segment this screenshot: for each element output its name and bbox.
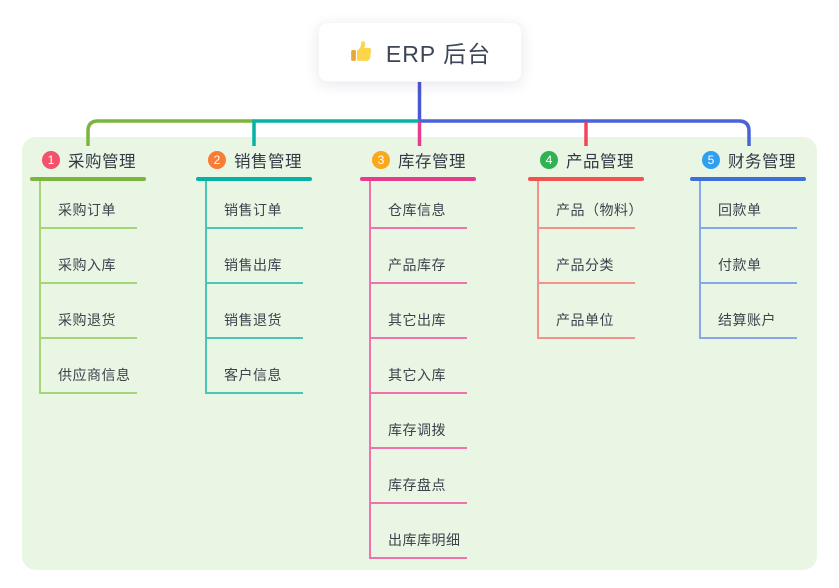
child-node[interactable]: 产品库存 (371, 229, 467, 284)
branch-children: 仓库信息产品库存其它出库其它入库库存调拨库存盘点出库库明细 (369, 181, 467, 559)
child-label: 销售订单 (224, 202, 282, 218)
child-node[interactable]: 产品（物料） (539, 181, 643, 229)
child-node[interactable]: 采购订单 (41, 181, 137, 229)
branch-label: 库存管理 (398, 153, 466, 171)
branch-label: 产品管理 (566, 153, 634, 171)
child-node[interactable]: 其它入库 (371, 339, 467, 394)
child-label: 产品单位 (556, 312, 614, 328)
branch-badge: 2 (208, 151, 226, 169)
branch-badge: 3 (372, 151, 390, 169)
child-label: 回款单 (718, 202, 762, 218)
child-node[interactable]: 采购退货 (41, 284, 137, 339)
root-node-erp[interactable]: ERP 后台 (318, 22, 522, 82)
child-node[interactable]: 付款单 (701, 229, 797, 284)
child-node[interactable]: 销售出库 (207, 229, 303, 284)
child-node[interactable]: 回款单 (701, 181, 797, 229)
branch-label: 财务管理 (728, 153, 796, 171)
branch-children: 采购订单采购入库采购退货供应商信息 (39, 181, 137, 394)
branch-header-sales[interactable]: 2 销售管理 (196, 146, 356, 174)
branch-header-finance[interactable]: 5 财务管理 (690, 146, 839, 174)
child-label: 采购退货 (58, 312, 116, 328)
child-label: 库存调拨 (388, 422, 446, 438)
background-panel (22, 137, 817, 570)
child-node[interactable]: 库存调拨 (371, 394, 467, 449)
child-node[interactable]: 出库库明细 (371, 504, 467, 559)
child-label: 仓库信息 (388, 202, 446, 218)
child-label: 采购订单 (58, 202, 116, 218)
branch-underline (690, 177, 806, 181)
child-node[interactable]: 结算账户 (701, 284, 797, 339)
child-label: 产品（物料） (556, 202, 643, 218)
branch-inventory: 3 库存管理 仓库信息产品库存其它出库其它入库库存调拨库存盘点出库库明细 (360, 146, 520, 559)
child-label: 采购入库 (58, 257, 116, 273)
branch-product: 4 产品管理 产品（物料） 产品分类产品单位 (528, 146, 688, 339)
branch-label: 采购管理 (68, 153, 136, 171)
branch-header-inventory[interactable]: 3 库存管理 (360, 146, 520, 174)
child-node[interactable]: 采购入库 (41, 229, 137, 284)
child-node[interactable]: 其它出库 (371, 284, 467, 339)
branch-sales: 2 销售管理 销售订单销售出库销售退货客户信息 (196, 146, 356, 394)
branch-children: 销售订单销售出库销售退货客户信息 (205, 181, 303, 394)
child-node[interactable]: 供应商信息 (41, 339, 137, 394)
branch-underline (360, 177, 476, 181)
child-label: 出库库明细 (388, 532, 461, 548)
child-label: 销售出库 (224, 257, 282, 273)
child-label: 付款单 (718, 257, 762, 273)
branch-children: 回款单付款单结算账户 (699, 181, 797, 339)
branch-label: 销售管理 (234, 153, 302, 171)
branch-header-product[interactable]: 4 产品管理 (528, 146, 688, 174)
branch-header-purchase[interactable]: 1 采购管理 (30, 146, 190, 174)
branch-badge: 1 (42, 151, 60, 169)
branch-finance: 5 财务管理 回款单付款单结算账户 (690, 146, 839, 339)
branch-underline (30, 177, 146, 181)
child-label: 产品库存 (388, 257, 446, 273)
child-label: 结算账户 (718, 312, 776, 328)
child-node[interactable]: 产品单位 (539, 284, 635, 339)
child-label: 销售退货 (224, 312, 282, 328)
child-node[interactable]: 销售订单 (207, 181, 303, 229)
child-node[interactable]: 客户信息 (207, 339, 303, 394)
root-title: ERP 后台 (385, 41, 492, 67)
child-label: 供应商信息 (58, 367, 131, 383)
thumbs-up-icon (351, 41, 371, 61)
branch-underline (196, 177, 312, 181)
child-label: 客户信息 (224, 367, 282, 383)
branch-children: 产品（物料） 产品分类产品单位 (537, 181, 643, 339)
branch-purchase: 1 采购管理 采购订单采购入库采购退货供应商信息 (30, 146, 190, 394)
branch-badge: 5 (702, 151, 720, 169)
child-node[interactable]: 库存盘点 (371, 449, 467, 504)
child-label: 其它出库 (388, 312, 446, 328)
child-node[interactable]: 仓库信息 (371, 181, 467, 229)
child-node[interactable]: 产品分类 (539, 229, 635, 284)
child-label: 库存盘点 (388, 477, 446, 493)
child-node[interactable]: 销售退货 (207, 284, 303, 339)
child-label: 产品分类 (556, 257, 614, 273)
branch-badge: 4 (540, 151, 558, 169)
branch-underline (528, 177, 644, 181)
child-label: 其它入库 (388, 367, 446, 383)
